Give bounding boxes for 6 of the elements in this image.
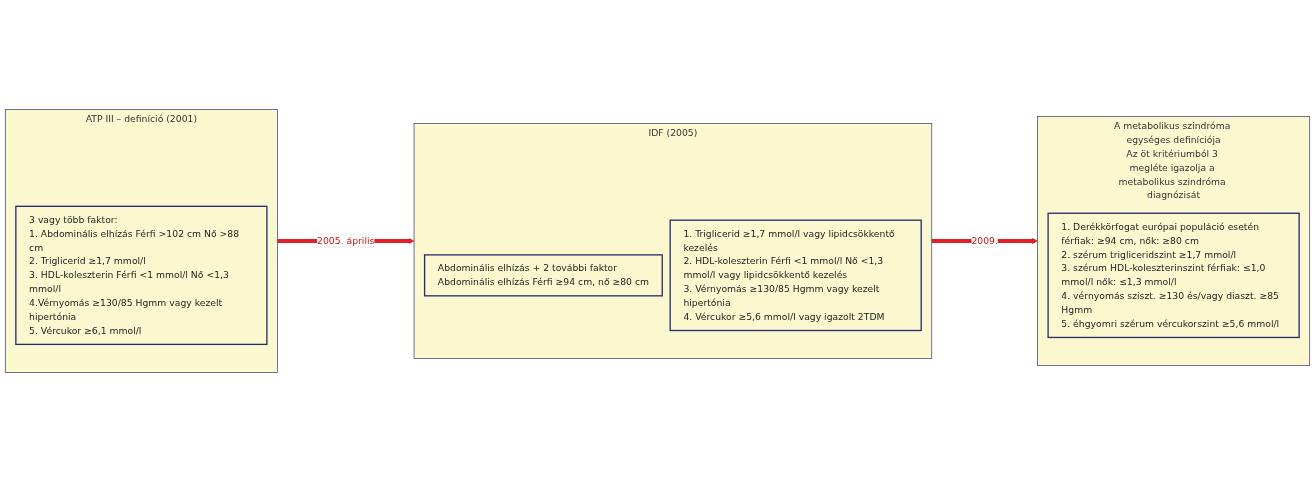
node-box: 1. Triglicerid ≥1,7 mmol/l vagy lipidcsökkentő kezelés 2. HDL-koleszterin Férfi <1 mmol/l Nő <1,3 mmol/l vagy lipidcsökkentő kezelés 3. Vérnyomás ≥130/85 Hgmm vagy kezelt hipertónia 4. Vércukor ≥5,6 mmol/l vagy igazolt 2TDM bbox=[669, 219, 922, 332]
node-box: Abdominális elhízás + 2 további faktor Abdominális elhízás Férfi ≥94 cm, nő ≥80 cm bbox=[423, 254, 663, 297]
node-box: 1. Derékkörfogat európai populáció esetén férfiak: ≥94 cm, nők: ≥80 cm 2. szérum trigliceridszint ≥1,7 mmol/l 3. szérum HDL-koleszterinszint férfiak: ≤1,0 mmol/l nők: ≤1,3 mmol/l 4. vérnyomás sziszt. ≥130 és/vagy diaszt. ≥85 Hgmm 5. éhgyomri szérum vércukorszint ≥5,6 mmol/l bbox=[1047, 212, 1300, 339]
edge-label: 2009. bbox=[971, 235, 998, 246]
node-box: 3 vagy több faktor: 1. Abdominális elhízás Férfi >102 cm Nő >88 cm 2. Triglicerid ≥1,7 mmol/l 3. HDL-koleszterin Férfi <1 mmol/l Nő <1,3 mmol/l 4.Vérnyomás ≥130/85 Hgmm vagy kezelt hipertónia 5. Vércukor ≥6,1 mmol/l bbox=[15, 205, 268, 346]
edge-label: 2005. április bbox=[317, 235, 375, 246]
